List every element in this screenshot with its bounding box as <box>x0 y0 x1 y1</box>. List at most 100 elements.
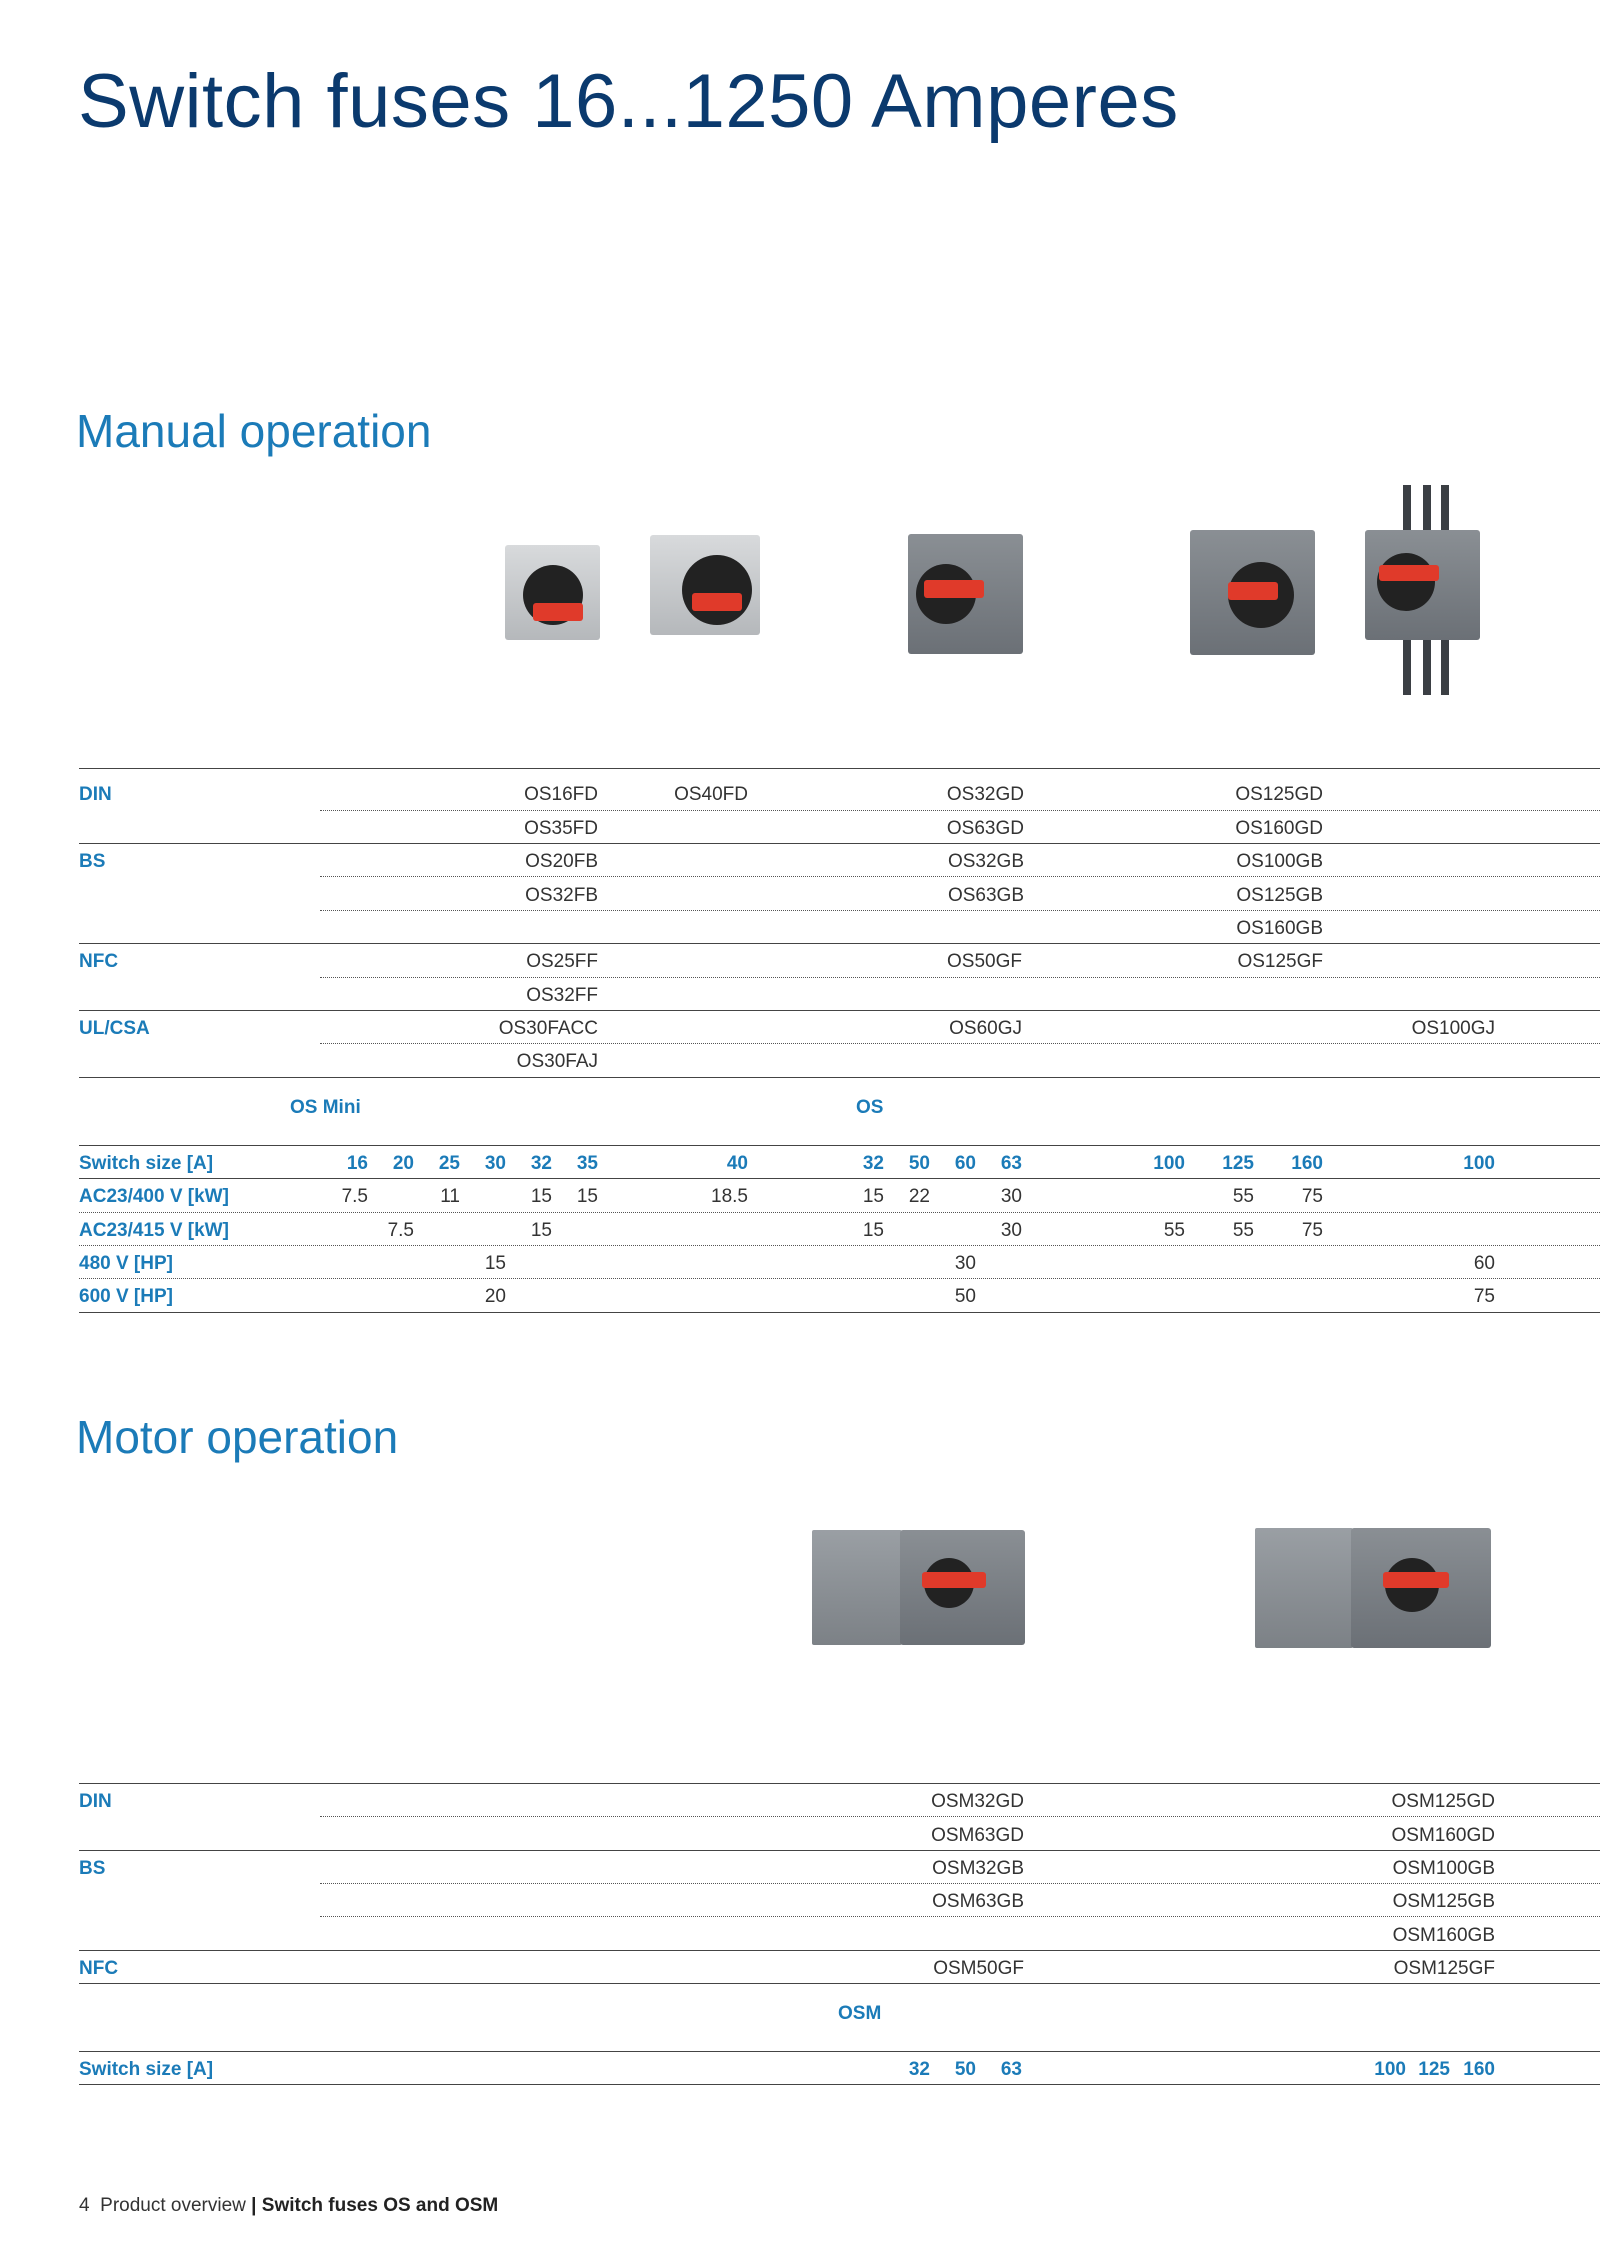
footer-page-number: 4 <box>79 2195 90 2216</box>
size-16: 16 <box>346 1153 368 1174</box>
cell-osm125gf: OSM125GF <box>1393 1958 1495 1979</box>
cell-osm50gf: OSM50GF <box>933 1958 1024 1979</box>
os160-image <box>1190 522 1320 672</box>
ac400-os125: 55 <box>1232 1186 1254 1207</box>
ac415-os32: 15 <box>862 1220 884 1241</box>
group-os-mini: OS Mini <box>290 1097 361 1118</box>
ac415-os100: 55 <box>1163 1220 1185 1241</box>
v480-ul: 60 <box>1473 1253 1495 1274</box>
cell-os20fb: OS20FB <box>525 851 598 872</box>
cell-os25ff: OS25FF <box>526 951 598 972</box>
ac400-35: 15 <box>576 1186 598 1207</box>
cell-osm160gd: OSM160GD <box>1391 1825 1495 1846</box>
cell-os32fb: OS32FB <box>525 885 598 906</box>
cell-os100gb: OS100GB <box>1236 851 1323 872</box>
ac415-os160: 75 <box>1301 1220 1323 1241</box>
cell-os63gb: OS63GB <box>947 885 1024 906</box>
cell-os16fd: OS16FD <box>524 784 598 805</box>
size-os-125: 125 <box>1222 1153 1254 1174</box>
size-os-60: 60 <box>954 1153 976 1174</box>
cell-os160gb: OS160GB <box>1236 918 1323 939</box>
size-20: 20 <box>392 1153 414 1174</box>
osm-size-50: 50 <box>954 2059 976 2080</box>
size-os-100: 100 <box>1153 1153 1185 1174</box>
ac23-400-label: AC23/400 V [kW] <box>79 1186 229 1207</box>
footer: 4 Product overview | Switch fuses OS and… <box>79 2195 498 2217</box>
cell-osm160gb: OSM160GB <box>1392 1925 1495 1946</box>
cell-os32ff: OS32FF <box>526 985 598 1006</box>
ac415-os63: 30 <box>1000 1220 1022 1241</box>
group-osm: OSM <box>838 2003 882 2024</box>
ac400-16: 7.5 <box>341 1186 368 1207</box>
cell-os50gf: OS50GF <box>947 951 1022 972</box>
ac400-os32: 15 <box>862 1186 884 1207</box>
os-mini-16-image <box>505 545 600 655</box>
osm63-image <box>812 1510 1027 1670</box>
v480-label: 480 V [HP] <box>79 1253 173 1274</box>
ac400-25: 11 <box>440 1186 460 1207</box>
size-os-63: 63 <box>1000 1153 1022 1174</box>
motor-row-label-nfc: NFC <box>79 1958 119 1979</box>
os40-image <box>650 535 770 655</box>
v600-mini: 20 <box>484 1286 506 1307</box>
size-35: 35 <box>576 1153 598 1174</box>
v480-mini: 15 <box>484 1253 506 1274</box>
cell-os40fd: OS40FD <box>674 784 748 805</box>
osm-size-63: 63 <box>1000 2059 1022 2080</box>
row-label-ulcsa: UL/CSA <box>79 1018 150 1039</box>
ac400-os160: 75 <box>1301 1186 1323 1207</box>
motor-row-label-bs: BS <box>79 1858 106 1879</box>
cell-os125gb: OS125GB <box>1236 885 1323 906</box>
ac400-os50: 22 <box>908 1186 930 1207</box>
cell-os125gd: OS125GD <box>1235 784 1323 805</box>
motor-row-label-din: DIN <box>79 1791 112 1812</box>
cell-os100gj: OS100GJ <box>1411 1018 1495 1039</box>
ac415-32: 15 <box>530 1220 552 1241</box>
size-ul-100: 100 <box>1463 1153 1495 1174</box>
cell-os32gd: OS32GD <box>946 784 1024 805</box>
osm-size-160: 160 <box>1463 2059 1495 2080</box>
footer-doc-title: Switch fuses OS and OSM <box>261 2195 499 2216</box>
row-label-bs: BS <box>79 851 106 872</box>
cell-osm32gd: OSM32GD <box>931 1791 1024 1812</box>
row-label-nfc: NFC <box>79 951 119 972</box>
size-30: 30 <box>484 1153 506 1174</box>
v600-ul: 75 <box>1473 1286 1495 1307</box>
ac400-os63: 30 <box>1000 1186 1022 1207</box>
page-title: Switch fuses 16...1250 Amperes <box>78 59 1179 144</box>
footer-separator: | <box>251 2195 257 2216</box>
size-os-50: 50 <box>908 1153 930 1174</box>
osm160-image <box>1255 1510 1495 1670</box>
footer-section: Product overview <box>100 2195 246 2216</box>
cell-os60gj: OS60GJ <box>949 1018 1022 1039</box>
motor-switch-size-label: Switch size [A] <box>79 2059 214 2080</box>
ac415-20: 7.5 <box>387 1220 414 1241</box>
os63-image <box>908 522 1028 672</box>
cell-os30facc: OS30FACC <box>498 1018 598 1039</box>
v600-label: 600 V [HP] <box>79 1286 173 1307</box>
cell-os35fd: OS35FD <box>524 818 598 839</box>
ac415-os125: 55 <box>1232 1220 1254 1241</box>
ac400-32: 15 <box>530 1186 552 1207</box>
os100-ul-image <box>1365 485 1485 705</box>
manual-operation-heading: Manual operation <box>76 405 432 457</box>
size-os-32: 32 <box>862 1153 884 1174</box>
motor-operation-heading: Motor operation <box>76 1411 399 1463</box>
row-label-din: DIN <box>79 784 112 805</box>
cell-os32gb: OS32GB <box>947 851 1024 872</box>
osm-size-125: 125 <box>1418 2059 1450 2080</box>
cell-osm100gb: OSM100GB <box>1392 1858 1495 1879</box>
cell-osm63gd: OSM63GD <box>931 1825 1024 1846</box>
group-os: OS <box>856 1097 884 1118</box>
cell-os30faj: OS30FAJ <box>516 1051 598 1072</box>
cell-osm125gd: OSM125GD <box>1391 1791 1495 1812</box>
cell-osm63gb: OSM63GB <box>932 1891 1024 1912</box>
cell-os160gd: OS160GD <box>1235 818 1323 839</box>
switch-size-label: Switch size [A] <box>79 1153 214 1174</box>
ac400-40: 18.5 <box>711 1186 748 1207</box>
size-40: 40 <box>726 1153 748 1174</box>
osm-size-100: 100 <box>1374 2059 1406 2080</box>
osm-size-32: 32 <box>908 2059 930 2080</box>
v480-os: 30 <box>954 1253 976 1274</box>
size-25: 25 <box>438 1153 460 1174</box>
